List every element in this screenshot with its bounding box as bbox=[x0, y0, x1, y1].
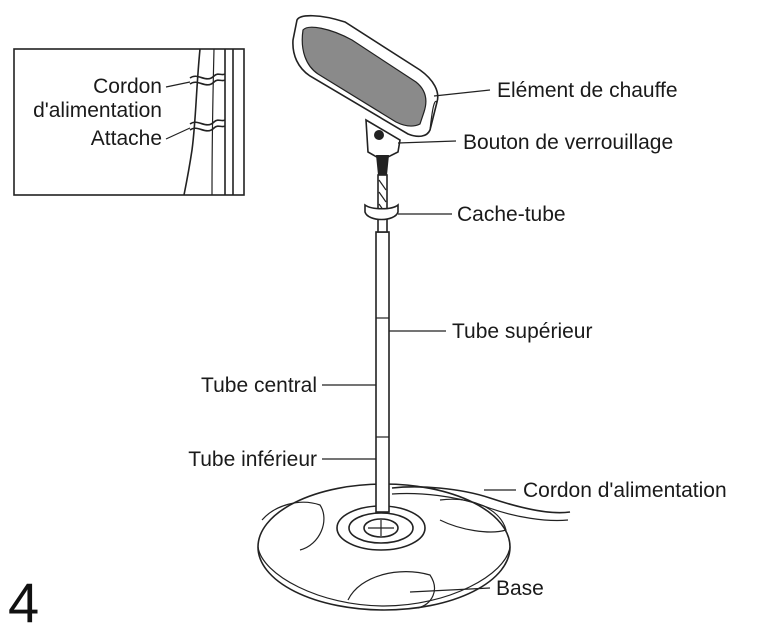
leader-lock-button bbox=[397, 140, 457, 144]
inset-cord-label-1: Cordon bbox=[93, 75, 162, 98]
inset-tie-label: Attache bbox=[91, 127, 162, 150]
inset-cord-shadow bbox=[211, 48, 215, 196]
inset-tie-top bbox=[189, 73, 226, 80]
lock-knob bbox=[374, 130, 384, 140]
base-cutout-left bbox=[261, 501, 325, 551]
label-heating-element: Elément de chauffe bbox=[497, 79, 678, 102]
heater-head bbox=[292, 14, 439, 175]
label-upper-tube: Tube supérieur bbox=[452, 320, 592, 343]
inset-detail: Cordon d'alimentation Attache bbox=[13, 48, 245, 196]
step-number: 4 bbox=[8, 571, 39, 632]
pole-body bbox=[375, 231, 390, 513]
tilt-bracket bbox=[365, 118, 401, 161]
neck-clamp bbox=[376, 155, 389, 175]
power-cord bbox=[391, 486, 571, 514]
base-rim bbox=[257, 546, 511, 607]
inset-cord-label-2: d'alimentation bbox=[33, 99, 162, 122]
inset-frame bbox=[13, 48, 245, 196]
inset-power-cord bbox=[183, 48, 201, 196]
power-cord-edge bbox=[391, 492, 569, 522]
pole bbox=[375, 174, 390, 513]
inset-tie-leader bbox=[165, 127, 191, 140]
label-tube-cover: Cache-tube bbox=[457, 203, 566, 226]
label-lower-tube: Tube inférieur bbox=[188, 448, 317, 471]
leader-lines bbox=[322, 89, 516, 593]
neck-tube bbox=[377, 174, 388, 233]
label-power-cord: Cordon d'alimentation bbox=[523, 479, 727, 502]
leader-heating-element bbox=[433, 89, 491, 97]
label-base: Base bbox=[496, 577, 544, 600]
inset-tie-bottom bbox=[189, 119, 226, 126]
neck-hatch bbox=[378, 191, 387, 203]
label-central-tube: Tube central bbox=[201, 374, 317, 397]
leader-base bbox=[409, 587, 491, 593]
inset-cord-leader bbox=[165, 81, 191, 88]
neck-hatch bbox=[378, 179, 387, 191]
tube-cover bbox=[364, 203, 399, 221]
base-cutout-front bbox=[347, 571, 435, 609]
heater-edge bbox=[429, 100, 438, 131]
heating-element-panel bbox=[301, 26, 427, 127]
inset-tie-bottom-2 bbox=[189, 125, 226, 132]
label-lock-button: Bouton de verrouillage bbox=[463, 131, 673, 154]
inset-tie-top-2 bbox=[189, 79, 226, 86]
